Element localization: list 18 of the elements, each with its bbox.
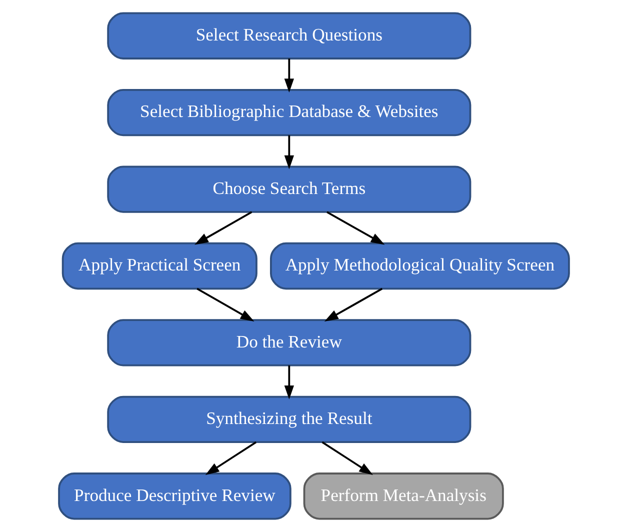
- arrow: [324, 288, 382, 322]
- node-box: Perform Meta-Analysis: [302, 472, 504, 520]
- node-box: Apply Methodological Quality Screen: [269, 242, 570, 290]
- arrow: [204, 441, 256, 476]
- node-box: Select Bibliographic Database & Websites: [106, 89, 471, 136]
- node-box: Select Research Questions: [106, 12, 471, 60]
- node-box: Choose Search Terms: [106, 166, 471, 213]
- arrow: [284, 58, 294, 92]
- node-box: Synthesizing the Result: [106, 396, 471, 443]
- arrow: [284, 135, 294, 170]
- arrow: [326, 211, 384, 245]
- arrow: [196, 288, 254, 322]
- node-box: Apply Practical Screen: [61, 242, 257, 290]
- arrow: [284, 365, 294, 400]
- node-box: Do the Review: [106, 319, 471, 366]
- node-box: Produce Descriptive Review: [58, 472, 291, 520]
- arrow: [321, 441, 372, 476]
- arrow: [194, 211, 252, 245]
